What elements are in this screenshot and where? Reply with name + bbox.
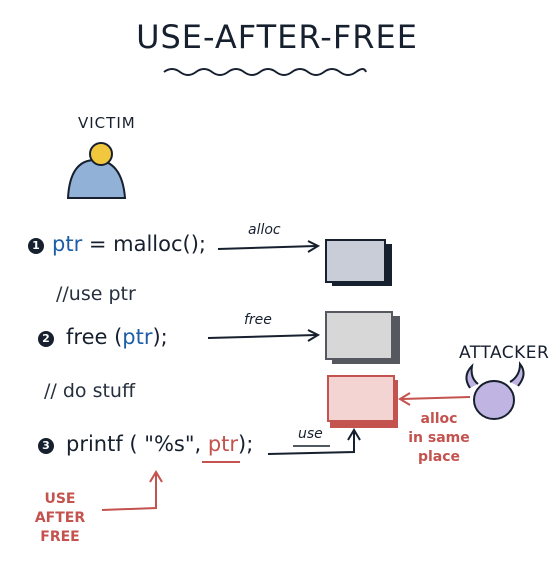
use-arrow — [267, 432, 355, 455]
victim-label: VICTIM — [78, 114, 136, 132]
alloc-arrow — [217, 245, 317, 250]
step-3-var: ptr — [207, 432, 239, 456]
title-underline — [163, 68, 367, 76]
attacker-icon — [465, 361, 525, 420]
step-2-close: ); — [152, 325, 168, 349]
attacker-note-line-3: place — [417, 449, 461, 465]
alloc-arrow-label: alloc — [248, 222, 281, 238]
victim-icon — [66, 142, 127, 199]
step-2-var: ptr — [122, 325, 153, 349]
step-3-code: printf ( "%s", ptr); — [66, 432, 253, 456]
memory-block-freed — [325, 311, 400, 364]
attacker-note-line-2: in same — [408, 430, 470, 446]
step-3-printf: printf ( "%s", — [66, 432, 208, 456]
comment-do-stuff: // do stuff — [44, 380, 136, 402]
step-2-number: 2 — [38, 331, 54, 347]
use-after-free-note: USE AFTER FREE — [20, 490, 100, 547]
step-1-expression: = malloc(); — [82, 232, 206, 256]
attacker-alloc-arrow — [401, 396, 471, 400]
use-arrow-label: use — [298, 426, 323, 442]
memory-block-attacker — [327, 375, 398, 428]
comment-use-ptr: //use ptr — [56, 283, 136, 305]
step-1-var: ptr — [52, 232, 83, 256]
uaf-note-line-1: USE AFTER — [34, 491, 86, 526]
free-arrow — [207, 334, 317, 339]
step-1-code: ptr = malloc(); — [52, 232, 206, 256]
step-1-number: 1 — [28, 238, 44, 254]
attacker-note: alloc in same place — [404, 410, 474, 467]
memory-block-allocated — [325, 239, 392, 286]
attacker-note-line-1: alloc — [420, 411, 458, 427]
free-arrow-label: free — [244, 312, 272, 328]
page-title: USE-AFTER-FREE — [136, 18, 418, 56]
step-3-close: ); — [238, 432, 254, 456]
uaf-note-line-2: FREE — [40, 529, 80, 545]
step-3-number: 3 — [38, 438, 54, 454]
attacker-label: ATTACKER — [459, 343, 550, 363]
step-2-code: free (ptr); — [66, 325, 168, 349]
uaf-arrow — [101, 474, 157, 511]
step-2-free: free ( — [66, 325, 123, 349]
